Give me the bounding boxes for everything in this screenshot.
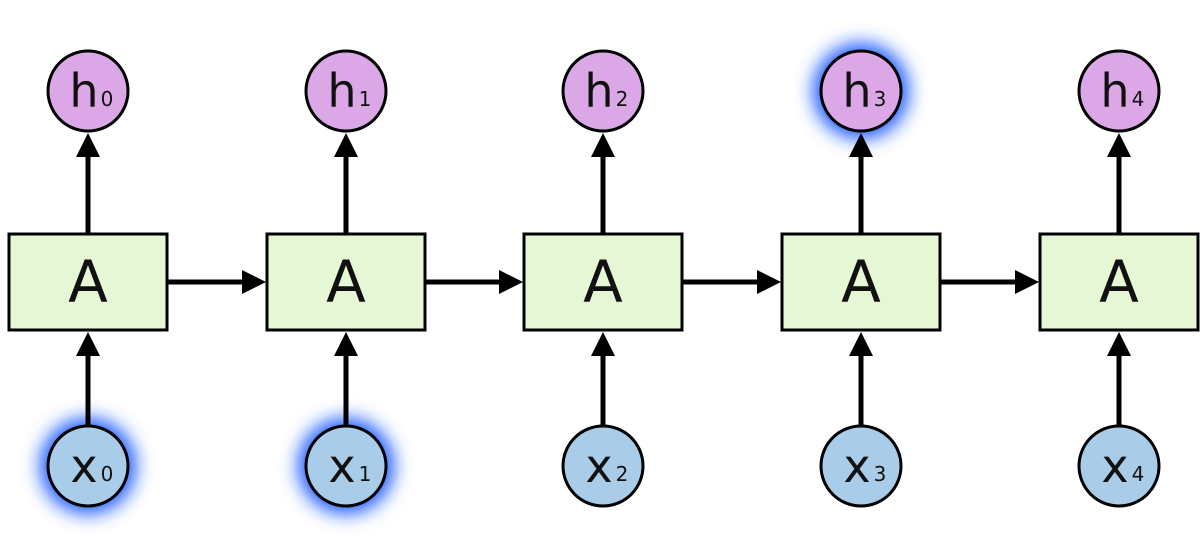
cell-0-to-output-arrow-head: [76, 133, 100, 157]
output-node-1-letter: h: [327, 64, 356, 118]
cell-2-box: [522, 232, 684, 332]
output-node-4-letter: h: [1100, 64, 1129, 118]
input-0-to-cell-arrow-head: [76, 332, 100, 356]
output-node-2-circle: [561, 49, 645, 133]
output-node-4-subscript: 4: [1132, 87, 1145, 111]
input-2-to-cell-arrow-head: [591, 332, 615, 356]
output-node-3-subscript: 3: [874, 87, 887, 111]
arrow-layer: [76, 133, 1131, 426]
input-node-0-circle: [46, 424, 130, 508]
input-4-to-cell-arrow-head: [1107, 332, 1131, 356]
input-node-1-circle: [304, 424, 388, 508]
output-node-0-subscript: 0: [101, 87, 114, 111]
input-1-to-cell-arrow-head: [334, 332, 358, 356]
output-node-1-circle: [304, 49, 388, 133]
cell-4-box: [1038, 232, 1200, 332]
input-node-2-subscript: 2: [616, 462, 629, 486]
input-node-3-letter: x: [843, 439, 870, 493]
cell-0-to-cell-1-arrow-head: [242, 270, 266, 294]
input-node-1-subscript: 1: [359, 462, 372, 486]
cell-1-box: [265, 232, 427, 332]
input-node-3-circle: [819, 424, 903, 508]
cell-4-label: A: [1099, 248, 1139, 316]
cell-3-to-cell-4-arrow-head: [1015, 270, 1039, 294]
cell-1-label: A: [326, 248, 366, 316]
input-node-1-letter: x: [328, 439, 355, 493]
input-node-0-letter: x: [70, 439, 97, 493]
cell-1: A: [265, 232, 427, 332]
highlight-glow-layer: [40, 43, 909, 514]
cell-1-to-cell-2-arrow-head: [499, 270, 523, 294]
cell-3: A: [780, 232, 942, 332]
cell-2: A: [522, 232, 684, 332]
cell-1-to-output-arrow-head: [334, 133, 358, 157]
input-node-4-circle: [1077, 424, 1161, 508]
cell-4-to-output-arrow-head: [1107, 133, 1131, 157]
output-node-0-circle: [46, 49, 130, 133]
cell-3-to-output-arrow-head: [849, 133, 873, 157]
cell-2-to-output-arrow-head: [591, 133, 615, 157]
output-node-2-subscript: 2: [616, 87, 629, 111]
input-node-2-letter: x: [585, 439, 612, 493]
input-node-4-subscript: 4: [1132, 462, 1145, 486]
input-node-0-subscript: 0: [101, 462, 114, 486]
output-node-1-subscript: 1: [359, 87, 372, 111]
output-node-3-letter: h: [842, 64, 871, 118]
cell-2-label: A: [583, 248, 623, 316]
input-3-to-cell-arrow-head: [849, 332, 873, 356]
output-node-2-letter: h: [584, 64, 613, 118]
cell-0: A: [7, 232, 169, 332]
cell-0-box: [7, 232, 169, 332]
input-node-4-letter: x: [1101, 439, 1128, 493]
cell-2-to-cell-3-arrow-head: [757, 270, 781, 294]
cell-4: A: [1038, 232, 1200, 332]
cell-3-label: A: [841, 248, 881, 316]
cell-0-label: A: [68, 248, 108, 316]
input-node-3-subscript: 3: [874, 462, 887, 486]
output-node-0-letter: h: [69, 64, 98, 118]
output-node-4-circle: [1077, 49, 1161, 133]
cell-3-box: [780, 232, 942, 332]
input-node-2-circle: [561, 424, 645, 508]
output-node-3-circle: [819, 49, 903, 133]
